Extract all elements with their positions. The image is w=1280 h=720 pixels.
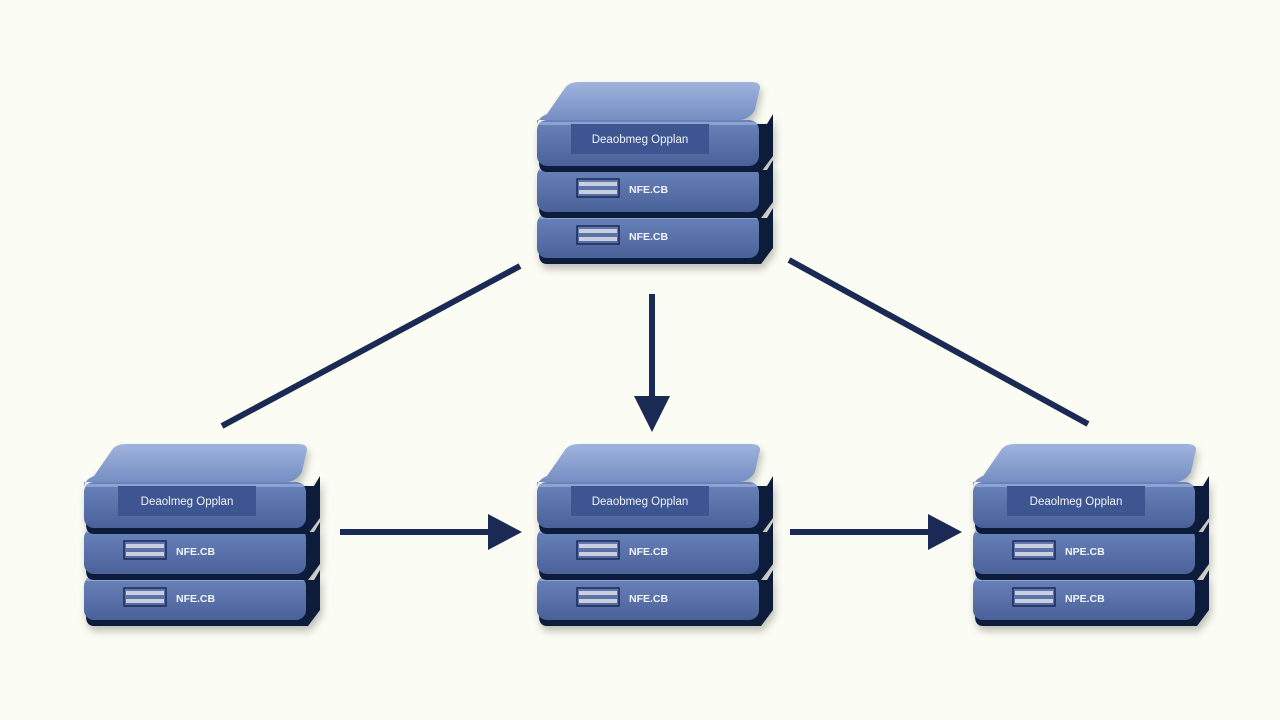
drive-slot-icon (579, 182, 617, 186)
drive-slot-icon (579, 552, 617, 556)
server-title: Deaobmeg Opplan (592, 496, 689, 508)
arrowhead-down-icon (634, 396, 670, 432)
drive-slot-icon (126, 591, 164, 595)
server-drive-tier: NFE.CB (537, 160, 773, 218)
tier-face (84, 528, 306, 574)
tier-face (973, 528, 1195, 574)
tier-top-lid (537, 82, 760, 126)
arrowhead-right-icon (488, 514, 522, 550)
drive-slot-frame (576, 178, 620, 198)
server-stack-center-server: NFE.CB NFE.CB Deaobmeg Opplan (537, 444, 773, 626)
drive-slot-frame (123, 587, 167, 607)
drive-label: NFE.CB (176, 593, 216, 605)
drive-slot-icon (126, 599, 164, 603)
tier-face (537, 166, 759, 212)
server-stack-left-server: NFE.CB NFE.CB Deaolmeg Opplan (84, 444, 320, 626)
drive-slot-icon (579, 599, 617, 603)
arrowhead-right-icon (928, 514, 962, 550)
drive-slot-icon (1015, 544, 1053, 548)
tier-face (84, 576, 306, 620)
drive-label: NFE.CB (629, 546, 669, 558)
tier-top-lid (84, 444, 307, 488)
drive-slot-icon (126, 552, 164, 556)
drive-slot-frame (123, 540, 167, 560)
drive-slot-icon (579, 591, 617, 595)
drive-slot-frame (1012, 587, 1056, 607)
tier-face (537, 576, 759, 620)
drive-label: NFE.CB (629, 231, 669, 243)
server-title: Deaobmeg Opplan (592, 134, 689, 146)
drive-label: NFE.CB (176, 546, 216, 558)
connector-top-to-left (220, 263, 522, 429)
tier-face (537, 528, 759, 574)
drive-slot-icon (1015, 599, 1053, 603)
tier-face (973, 576, 1195, 620)
drive-label: NPE.CB (1065, 593, 1105, 605)
tier-face (537, 214, 759, 258)
drive-slot-icon (579, 229, 617, 233)
server-stack-top-server: NFE.CB NFE.CB Deaobmeg Opplan (537, 82, 773, 264)
drive-slot-icon (579, 237, 617, 241)
drive-slot-icon (1015, 552, 1053, 556)
title-panel (118, 486, 256, 516)
title-panel (571, 124, 709, 154)
connector-lines (220, 257, 1090, 550)
drive-slot-icon (579, 544, 617, 548)
server-stack-right-server: NPE.CB NPE.CB Deaolmeg Opplan (973, 444, 1209, 626)
server-drive-tier: NFE.CB (84, 570, 320, 626)
server-title: Deaolmeg Opplan (1030, 496, 1123, 508)
server-drive-tier: NPE.CB (973, 522, 1209, 580)
drive-slot-frame (576, 225, 620, 245)
server-title-tier: Deaolmeg Opplan (84, 444, 320, 534)
drive-label: NFE.CB (629, 184, 669, 196)
drive-slot-frame (576, 540, 620, 560)
drive-slot-icon (126, 544, 164, 548)
connector-top-to-right (787, 257, 1090, 427)
tier-top-lid (537, 444, 760, 488)
drive-slot-frame (576, 587, 620, 607)
server-title-tier: Deaolmeg Opplan (973, 444, 1209, 534)
drive-label: NFE.CB (629, 593, 669, 605)
server-drive-tier: NFE.CB (537, 208, 773, 264)
drive-label: NPE.CB (1065, 546, 1105, 558)
title-panel (1007, 486, 1145, 516)
drive-slot-icon (1015, 591, 1053, 595)
title-panel (571, 486, 709, 516)
tier-top-lid (973, 444, 1196, 488)
server-title-tier: Deaobmeg Opplan (537, 444, 773, 534)
server-title: Deaolmeg Opplan (141, 496, 234, 508)
drive-slot-icon (579, 190, 617, 194)
server-drive-tier: NFE.CB (537, 522, 773, 580)
drive-slot-frame (1012, 540, 1056, 560)
server-drive-tier: NFE.CB (537, 570, 773, 626)
server-title-tier: Deaobmeg Opplan (537, 82, 773, 172)
